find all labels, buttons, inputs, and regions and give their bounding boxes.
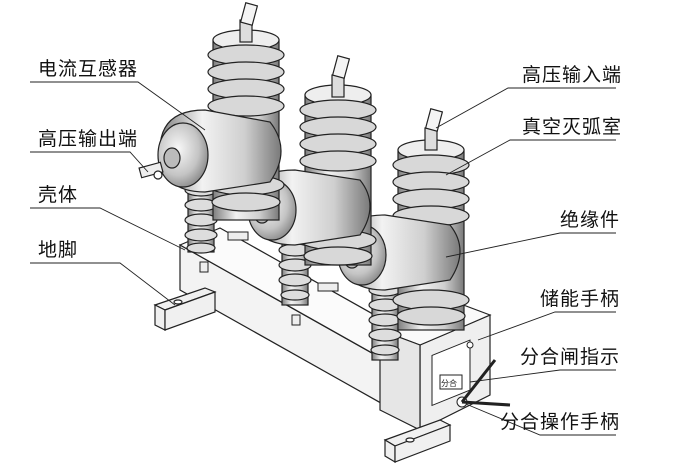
lower-insulator-3: [368, 279, 402, 361]
label-housing: 壳体: [38, 184, 79, 206]
label-foot: 地脚: [38, 239, 79, 261]
label-insulator: 绝缘件: [560, 209, 621, 231]
input-terminal-2: [331, 55, 351, 98]
label-hv-output: 高压输出端: [38, 128, 139, 150]
leader-lines: [30, 81, 616, 436]
lower-insulator-1: [184, 179, 218, 254]
label-vacuum-chamber: 真空灭弧室: [522, 116, 623, 138]
label-energy-handle: 储能手柄: [540, 288, 621, 310]
label-current-transformer: 电流互感器: [38, 58, 139, 80]
pole-1: [138, 2, 285, 254]
input-terminal-3: [424, 108, 444, 151]
pole-2: [247, 55, 377, 306]
beam-brackets: [199, 231, 339, 326]
foot-right: [383, 419, 452, 464]
label-operation-handle: 分合操作手柄: [500, 411, 621, 433]
indicator-text: 分合: [441, 378, 457, 388]
label-hv-input: 高压输入端: [522, 64, 623, 86]
foot-left: [153, 287, 217, 331]
input-terminal-1: [239, 2, 259, 43]
output-terminal-1: [138, 161, 164, 180]
mechanism-panel: 分合: [431, 339, 511, 408]
ct-body-1: [157, 109, 282, 193]
label-open-close-indicator: 分合闸指示: [520, 346, 621, 368]
